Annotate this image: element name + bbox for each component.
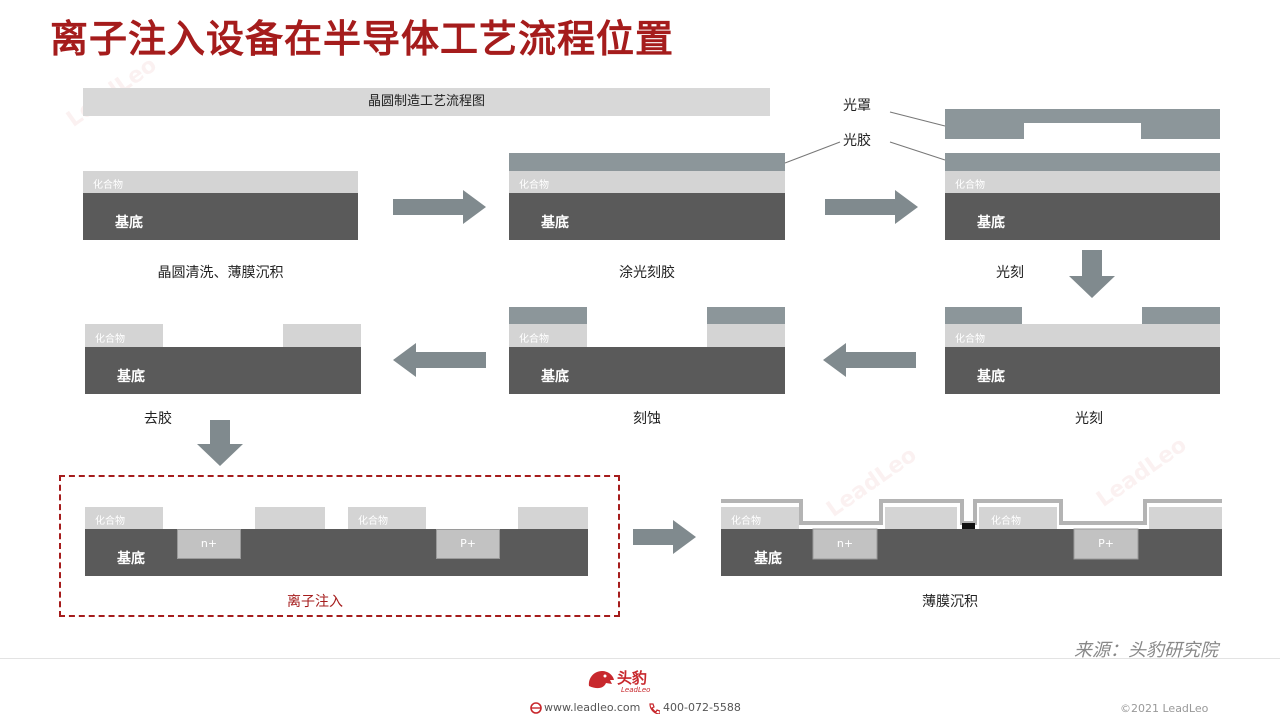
arrow-left-icon xyxy=(393,343,486,377)
phone-number: 400-072-5588 xyxy=(663,701,741,714)
flow-banner: 晶圆制造工艺流程图 xyxy=(83,88,770,116)
arrow-down-icon xyxy=(1069,250,1115,298)
copyright: ©2021 LeadLeo xyxy=(1120,702,1209,715)
substrate-label: 基底 xyxy=(117,551,145,567)
compound-label: 化合物 xyxy=(955,180,985,191)
thin-film-wafer xyxy=(721,499,1222,576)
substrate-layer xyxy=(509,193,785,240)
substrate-layer xyxy=(85,529,588,576)
step-caption: 刻蚀 xyxy=(633,411,661,427)
substrate-label: 基底 xyxy=(115,215,143,231)
compound-layer xyxy=(283,324,361,347)
footer-divider xyxy=(0,658,1280,659)
step-caption: 涂光刻胶 xyxy=(619,265,675,281)
step-caption: 光刻 xyxy=(1075,411,1103,427)
arrow-right-icon xyxy=(393,190,486,224)
compound-layer xyxy=(85,324,163,347)
page-title: 离子注入设备在半导体工艺流程位置 xyxy=(50,17,675,61)
compound-label: 化合物 xyxy=(519,180,549,191)
arrow-left-icon xyxy=(823,343,916,377)
compound-label: 化合物 xyxy=(955,334,985,345)
compound-layer xyxy=(945,324,1220,347)
compound-layer xyxy=(85,507,163,529)
photoresist-layer xyxy=(509,307,587,324)
compound-label: 化合物 xyxy=(95,516,125,527)
p-plus-label: P+ xyxy=(1098,537,1114,550)
compound-layer xyxy=(518,507,588,529)
highlight-frame xyxy=(59,475,620,617)
arrow-down-icon xyxy=(197,420,243,466)
photoresist-layer xyxy=(945,307,1022,324)
photoresist-layer xyxy=(707,307,785,324)
compound-layer xyxy=(83,171,358,193)
leopard-logo-icon xyxy=(588,671,614,689)
arrow-right-icon xyxy=(825,190,918,224)
photoresist-label: 光胶 xyxy=(843,133,871,149)
substrate-layer xyxy=(945,193,1220,240)
compound-layer xyxy=(255,507,325,529)
substrate-label: 基底 xyxy=(977,369,1005,385)
p-plus-region: P+ xyxy=(436,529,500,559)
leader-lines xyxy=(784,111,946,164)
photoresist-layer xyxy=(945,153,1220,171)
substrate-label: 基底 xyxy=(541,369,569,385)
step-caption: 离子注入 xyxy=(287,594,343,610)
brand-name: 头豹 xyxy=(617,669,648,687)
mask-label: 光罩 xyxy=(843,98,871,114)
compound-label: 化合物 xyxy=(731,516,761,527)
source-note: 来源：头豹研究院 xyxy=(1074,640,1218,661)
n-plus-label: n+ xyxy=(836,537,854,550)
mask-layer xyxy=(945,123,1024,139)
substrate-layer xyxy=(945,347,1220,394)
step-caption: 晶圆清洗、薄膜沉积 xyxy=(157,265,284,281)
step-caption: 去胶 xyxy=(144,411,172,427)
substrate-label: 基底 xyxy=(541,215,569,231)
compound-layer xyxy=(509,324,587,347)
mask-layer xyxy=(1141,123,1220,139)
substrate-layer xyxy=(85,347,361,394)
substrate-label: 基底 xyxy=(117,369,145,385)
substrate-label: 基底 xyxy=(754,551,782,567)
website-link[interactable]: www.leadleo.com xyxy=(544,701,641,714)
arrow-right-icon xyxy=(633,520,696,554)
substrate-label: 基底 xyxy=(977,215,1005,231)
photoresist-layer xyxy=(509,153,785,171)
phone-icon xyxy=(649,703,660,714)
compound-label: 化合物 xyxy=(358,516,388,527)
step-caption: 薄膜沉积 xyxy=(922,594,978,610)
n-plus-region: n+ xyxy=(177,529,241,559)
substrate-layer xyxy=(83,193,358,240)
compound-label: 化合物 xyxy=(95,334,125,345)
compound-layer xyxy=(348,507,426,529)
compound-layer xyxy=(707,324,785,347)
compound-layer xyxy=(509,171,785,193)
mask-layer xyxy=(945,109,1220,123)
photoresist-layer xyxy=(1142,307,1220,324)
compound-label: 化合物 xyxy=(519,334,549,345)
web-icon xyxy=(530,702,542,714)
brand-sub: LeadLeo xyxy=(621,686,651,694)
substrate-layer xyxy=(509,347,785,394)
compound-label: 化合物 xyxy=(991,516,1021,527)
compound-layer xyxy=(945,171,1220,193)
step-caption: 光刻 xyxy=(996,265,1024,281)
compound-label: 化合物 xyxy=(93,180,123,191)
